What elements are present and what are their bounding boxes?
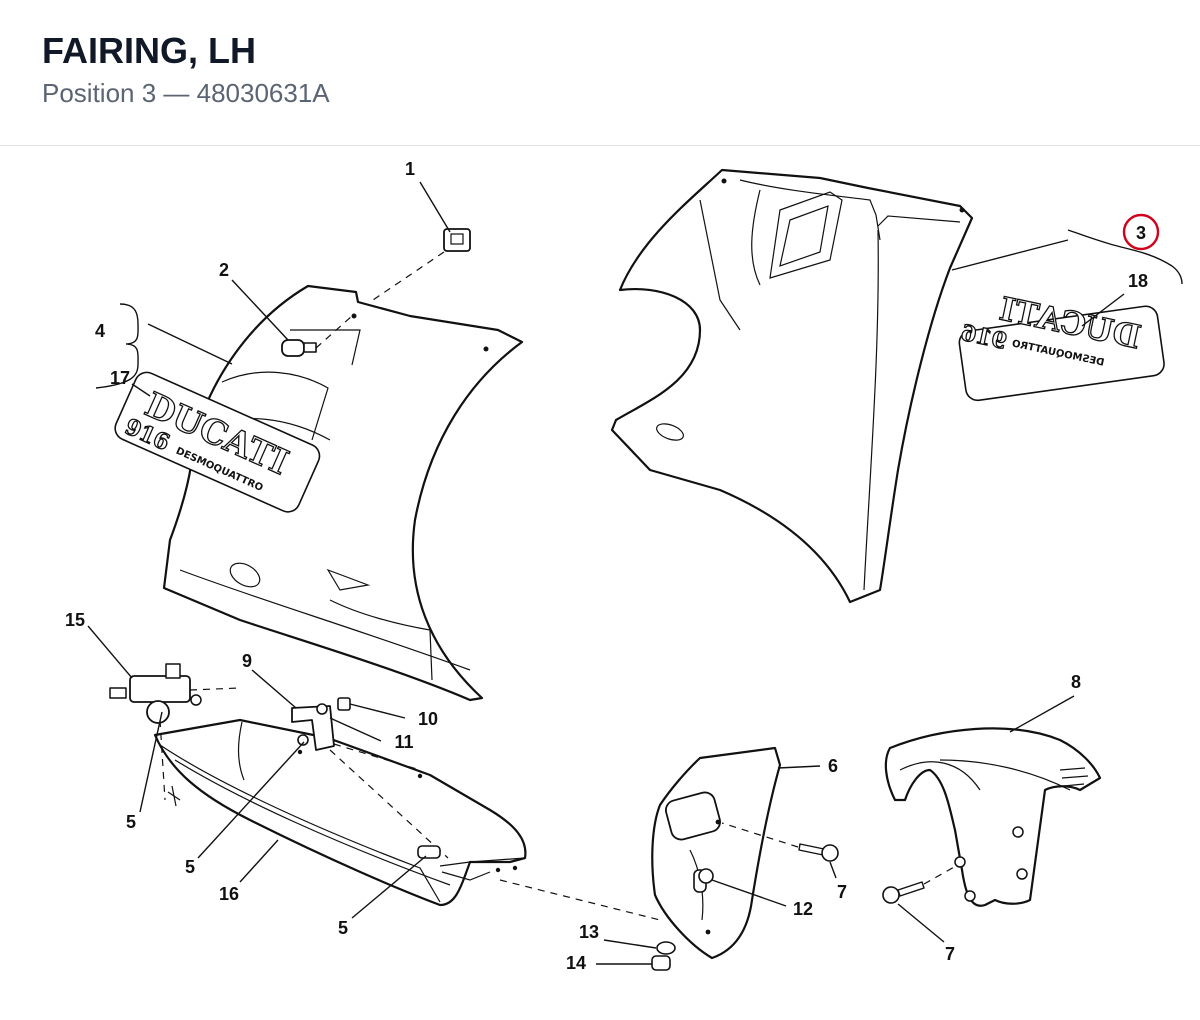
callout-5b[interactable]: 5 — [185, 857, 195, 877]
callout-6[interactable]: 6 — [828, 756, 838, 776]
callout-1[interactable]: 1 — [405, 159, 415, 179]
parts-diagram: DUCATI 916 DESMOQUATTRO DUCATI 91 — [0, 146, 1200, 1020]
callout-14[interactable]: 14 — [566, 953, 586, 973]
callout-9[interactable]: 9 — [242, 651, 252, 671]
callout-5a[interactable]: 5 — [126, 812, 136, 832]
callout-2[interactable]: 2 — [219, 260, 229, 280]
callout-12[interactable]: 12 — [793, 899, 813, 919]
lower-fairing-part-16[interactable] — [153, 718, 527, 907]
callout-11[interactable]: 11 — [394, 732, 413, 752]
callout-16[interactable]: 16 — [219, 884, 239, 904]
screw-part-7a[interactable] — [721, 822, 839, 862]
callout-4[interactable]: 4 — [95, 321, 105, 341]
decal-right-ducati[interactable]: DUCATI 916 DESMOQUATTRO — [958, 283, 1166, 402]
inner-panel-part-6[interactable] — [651, 746, 782, 960]
callout-18[interactable]: 18 — [1128, 271, 1148, 291]
bracket-part-9[interactable] — [291, 703, 335, 751]
callout-7b[interactable]: 7 — [945, 944, 955, 964]
nut-part-14[interactable] — [651, 955, 671, 971]
callout-13[interactable]: 13 — [579, 922, 599, 942]
screw-part-7b[interactable] — [882, 865, 957, 904]
page-header: FAIRING, LH Position 3 — 48030631A — [0, 0, 1200, 146]
callout-5c[interactable]: 5 — [338, 918, 348, 938]
callout-15[interactable]: 15 — [65, 610, 85, 630]
clip-part-1[interactable] — [369, 228, 471, 303]
bracket-part-8[interactable] — [884, 727, 1102, 907]
leader-lines — [87, 181, 1183, 965]
page-subtitle: Position 3 — 48030631A — [42, 78, 330, 108]
callout-3[interactable]: 3 — [1136, 223, 1146, 243]
bracket-assembly-part-15[interactable] — [109, 663, 241, 807]
fairing-right-upper[interactable] — [610, 168, 974, 604]
callout-7a[interactable]: 7 — [837, 882, 847, 902]
callout-8[interactable]: 8 — [1071, 672, 1081, 692]
callout-17[interactable]: 17 — [110, 368, 130, 388]
fastener-part-5[interactable] — [417, 845, 441, 859]
callout-numbers: 1 2 3 4 17 18 15 9 10 11 5 5 16 5 8 6 7 … — [65, 159, 1148, 973]
fairing-left-upper[interactable] — [162, 284, 524, 702]
page-title: FAIRING, LH — [42, 30, 256, 71]
fastener-part-2[interactable] — [281, 315, 353, 357]
washer-part-13[interactable] — [656, 941, 676, 955]
exploded-view-svg: DUCATI 916 DESMOQUATTRO DUCATI 91 — [65, 159, 1183, 973]
highlight-circle — [1122, 213, 1160, 251]
pin-part-12[interactable] — [693, 868, 714, 893]
callout-10[interactable]: 10 — [418, 709, 438, 729]
bolt-part-10[interactable] — [337, 697, 351, 711]
